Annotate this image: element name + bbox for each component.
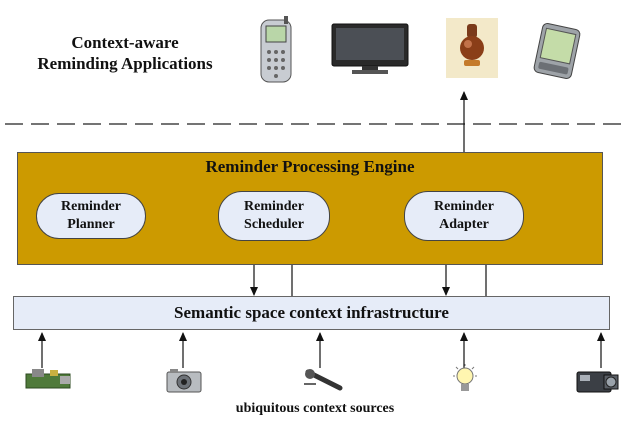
- applications-title-line1: Context-aware: [71, 33, 179, 52]
- applications-title: Context-aware Reminding Applications: [0, 32, 250, 74]
- microphone-icon: [304, 369, 343, 391]
- reminder-adapter-node: Reminder Adapter: [404, 191, 524, 241]
- context-infrastructure-bar: Semantic space context infrastructure: [13, 296, 610, 330]
- context-sources-caption: ubiquitous context sources: [235, 401, 395, 416]
- planner-label-line1: Reminder: [61, 199, 121, 214]
- reminder-scheduler-node: Reminder Scheduler: [218, 191, 330, 241]
- engine-title: Reminder Processing Engine: [205, 157, 415, 176]
- camera-icon: [166, 369, 202, 393]
- tv-icon: [331, 23, 409, 74]
- scheduler-label-line2: Scheduler: [244, 217, 304, 232]
- phone-icon: [260, 16, 292, 83]
- adapter-label-line2: Adapter: [439, 217, 489, 232]
- doorbell-icon: [446, 18, 498, 78]
- reminder-planner-node: Reminder Planner: [36, 193, 146, 239]
- video-camera-icon: [576, 371, 619, 393]
- infrastructure-label: Semantic space context infrastructure: [174, 303, 449, 322]
- applications-title-line2: Reminding Applications: [37, 54, 213, 73]
- adapter-label-line1: Reminder: [434, 199, 494, 214]
- pda-icon: [533, 23, 581, 79]
- planner-label-line2: Planner: [67, 217, 115, 232]
- sensor-board-icon: [25, 369, 71, 389]
- light-bulb-icon: [453, 364, 477, 391]
- scheduler-label-line1: Reminder: [244, 199, 304, 214]
